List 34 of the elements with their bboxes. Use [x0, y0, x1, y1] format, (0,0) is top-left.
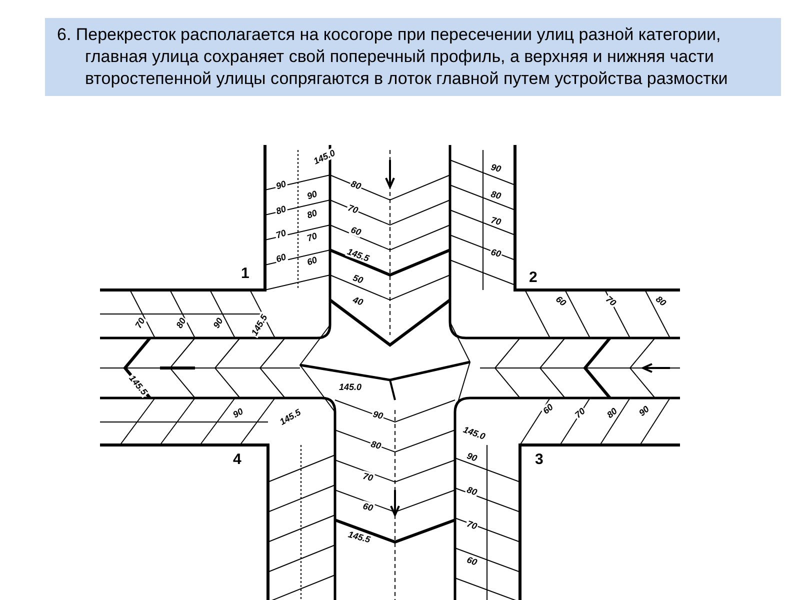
- elevation-mark: 70: [346, 202, 360, 216]
- elevation-mark: 145.5: [345, 246, 372, 264]
- elevation-mark: 145.0: [461, 424, 488, 442]
- elevation-mark: 70: [132, 315, 148, 331]
- elevation-mark: 60: [464, 554, 480, 568]
- elevation-mark: 60: [348, 224, 364, 238]
- elevation-mark: 80: [274, 203, 288, 217]
- title-text: 6. Перекресток располагается на косогоре при пересечении улиц разной категории, главная улица сохраняет свой поперечный профиль, а верхняя и нижняя части второстепенной улицы сопрягаются в лоток главной путем устройства размостки: [45, 18, 781, 96]
- elevation-mark: 80: [304, 207, 320, 221]
- elevation-mark: 50: [350, 272, 366, 286]
- elevation-mark: 60: [488, 246, 504, 260]
- elevation-mark: 90: [274, 178, 288, 192]
- elevation-mark: 60: [360, 500, 376, 514]
- elevation-mark: 80: [348, 178, 364, 192]
- elevation-mark: 70: [603, 293, 619, 309]
- elevation-mark: 90: [464, 450, 480, 464]
- elevation-mark: 80: [368, 438, 384, 452]
- elevation-mark: 90: [210, 315, 226, 331]
- elevation-mark: 70: [360, 470, 376, 484]
- elevation-mark: 90: [370, 408, 386, 422]
- elevation-mark: 70: [274, 227, 288, 241]
- elevation-mark: 40: [350, 294, 366, 308]
- elevation-mark: 80: [464, 484, 480, 498]
- elevation-mark: 60: [274, 251, 288, 265]
- elevation-mark: 70: [304, 230, 320, 244]
- elevation-mark: 80: [488, 188, 504, 202]
- elevation-mark: 145.0: [338, 382, 363, 392]
- elevation-mark: 70: [488, 214, 504, 228]
- elevation-mark: 60: [304, 254, 320, 268]
- elevation-mark: 90: [488, 162, 504, 174]
- elevation-mark: 80: [174, 315, 188, 331]
- elevation-mark: 90: [304, 188, 320, 202]
- elevation-mark: 145.0: [311, 147, 338, 167]
- elevation-mark: 70: [464, 518, 480, 532]
